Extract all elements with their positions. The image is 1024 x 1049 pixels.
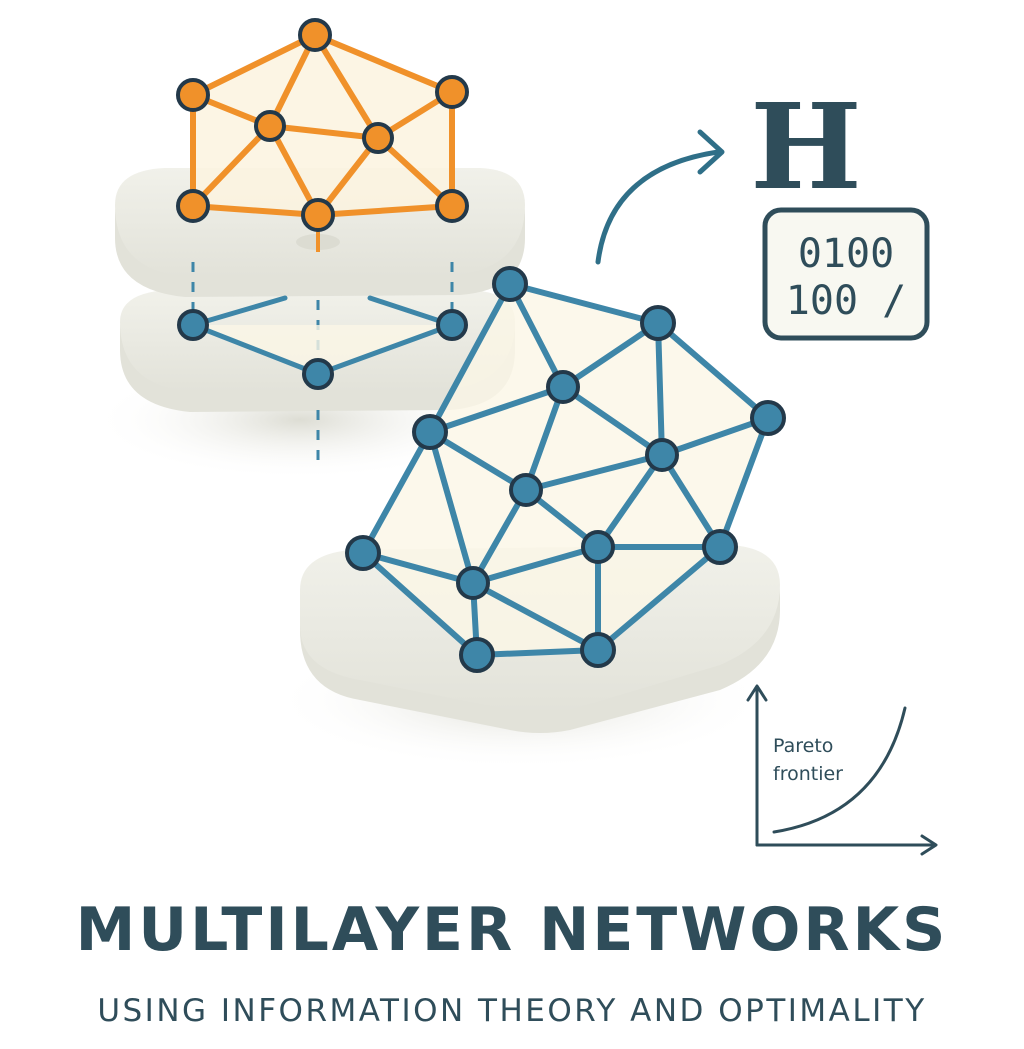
orange-node [301,198,335,232]
orange-node [362,122,394,154]
blue-node [750,400,786,436]
page-subtitle: USING INFORMATION THEORY AND OPTIMALITY [97,993,927,1029]
blue-node [412,414,448,450]
orange-node [176,189,210,223]
binary-line-1: 0100 [798,231,894,277]
interlayer-links [191,262,454,470]
page-title: MULTILAYER NETWORKS [75,895,949,965]
blue-node [436,309,468,341]
blue-node [456,566,490,600]
orange-network [190,32,455,218]
blue-network [360,281,771,658]
binary-line-2: 100 / [786,278,906,324]
blue-node [702,529,738,565]
blue-node [302,358,334,390]
blue-node [546,370,580,404]
arrow-icon [595,129,725,265]
blue-node [645,438,679,472]
blue-node [581,530,615,564]
blue-node [492,266,528,302]
orange-node [435,189,469,223]
blue-node [509,473,543,507]
orange-node [298,18,332,52]
orange-node [254,110,286,142]
pareto-label-line-1: Pareto [773,735,833,757]
blue-node [580,632,616,668]
blue-node [345,535,381,571]
binary-box-icon: 0100 100 / [762,207,930,341]
entropy-symbol: H [750,77,862,216]
orange-node [435,75,469,109]
blue-node [640,305,676,341]
pareto-curve-icon [746,684,938,856]
blue-node [459,637,495,673]
orange-node [176,78,210,112]
pareto-label-line-2: frontier [773,763,843,785]
blue-node [177,309,209,341]
